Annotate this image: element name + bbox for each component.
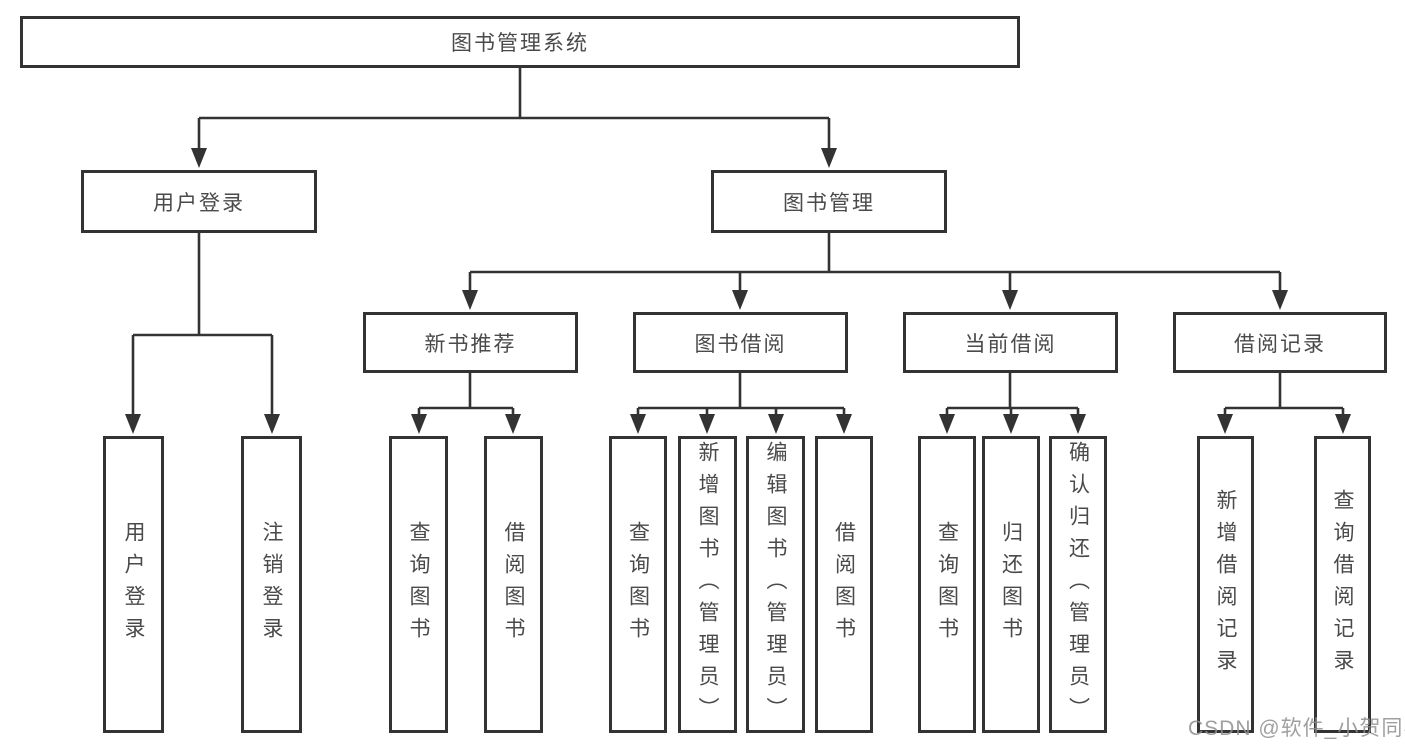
node-new-book-recommend: 新书推荐: [363, 312, 578, 373]
leaf-query-books-2-label: 查询图书: [626, 520, 650, 649]
node-book-management-branch-label: 图书管理: [783, 191, 875, 215]
node-user-login-branch-label: 用户登录: [153, 191, 245, 215]
leaf-confirm-return-admin: 确认归还（管理员）: [1049, 436, 1107, 733]
node-borrowing-records: 借阅记录: [1173, 312, 1387, 373]
leaf-add-borrow-record: 新增借阅记录: [1197, 436, 1254, 733]
leaf-logout-label: 注销登录: [260, 520, 283, 649]
leaf-confirm-return-admin-label: 确认归还（管理员）: [1066, 440, 1090, 729]
leaf-edit-books-admin: 编辑图书（管理员）: [746, 436, 805, 733]
node-root-system: 图书管理系统: [20, 16, 1020, 68]
leaf-query-books-1: 查询图书: [389, 436, 448, 733]
node-user-login-branch: 用户登录: [81, 170, 317, 233]
leaf-query-borrow-record: 查询借阅记录: [1314, 436, 1371, 733]
node-root-system-label: 图书管理系统: [451, 32, 589, 55]
leaf-query-books-1-label: 查询图书: [407, 520, 430, 649]
node-current-borrowing: 当前借阅: [903, 312, 1118, 373]
leaf-borrow-books-1-label: 借阅图书: [502, 520, 525, 649]
leaf-query-books-2: 查询图书: [609, 436, 667, 733]
leaf-return-books-label: 归还图书: [999, 520, 1023, 649]
node-book-management-branch: 图书管理: [711, 170, 947, 233]
node-new-book-recommend-label: 新书推荐: [424, 332, 517, 356]
leaf-borrow-books-2-label: 借阅图书: [832, 520, 856, 649]
node-borrowing-records-label: 借阅记录: [1234, 332, 1326, 356]
node-book-borrowing-label: 图书借阅: [694, 332, 787, 356]
leaf-borrow-books-1: 借阅图书: [484, 436, 543, 733]
leaf-user-login-label: 用户登录: [122, 520, 145, 649]
leaf-query-books-3-label: 查询图书: [935, 520, 959, 649]
leaf-user-login: 用户登录: [103, 436, 164, 733]
leaf-logout: 注销登录: [241, 436, 302, 733]
leaf-return-books: 归还图书: [982, 436, 1040, 733]
leaf-add-borrow-record-label: 新增借阅记录: [1214, 488, 1237, 681]
leaf-query-books-3: 查询图书: [918, 436, 976, 733]
leaf-edit-books-admin-label: 编辑图书（管理员）: [764, 440, 787, 729]
csdn-watermark: CSDN @软件_小贺同学: [1188, 717, 1405, 740]
leaf-query-borrow-record-label: 查询借阅记录: [1331, 488, 1354, 681]
leaf-add-books-admin: 新增图书（管理员）: [678, 436, 737, 733]
leaf-borrow-books-2: 借阅图书: [815, 436, 873, 733]
node-book-borrowing: 图书借阅: [633, 312, 848, 373]
leaf-add-books-admin-label: 新增图书（管理员）: [696, 440, 719, 729]
node-current-borrowing-label: 当前借阅: [964, 332, 1057, 356]
